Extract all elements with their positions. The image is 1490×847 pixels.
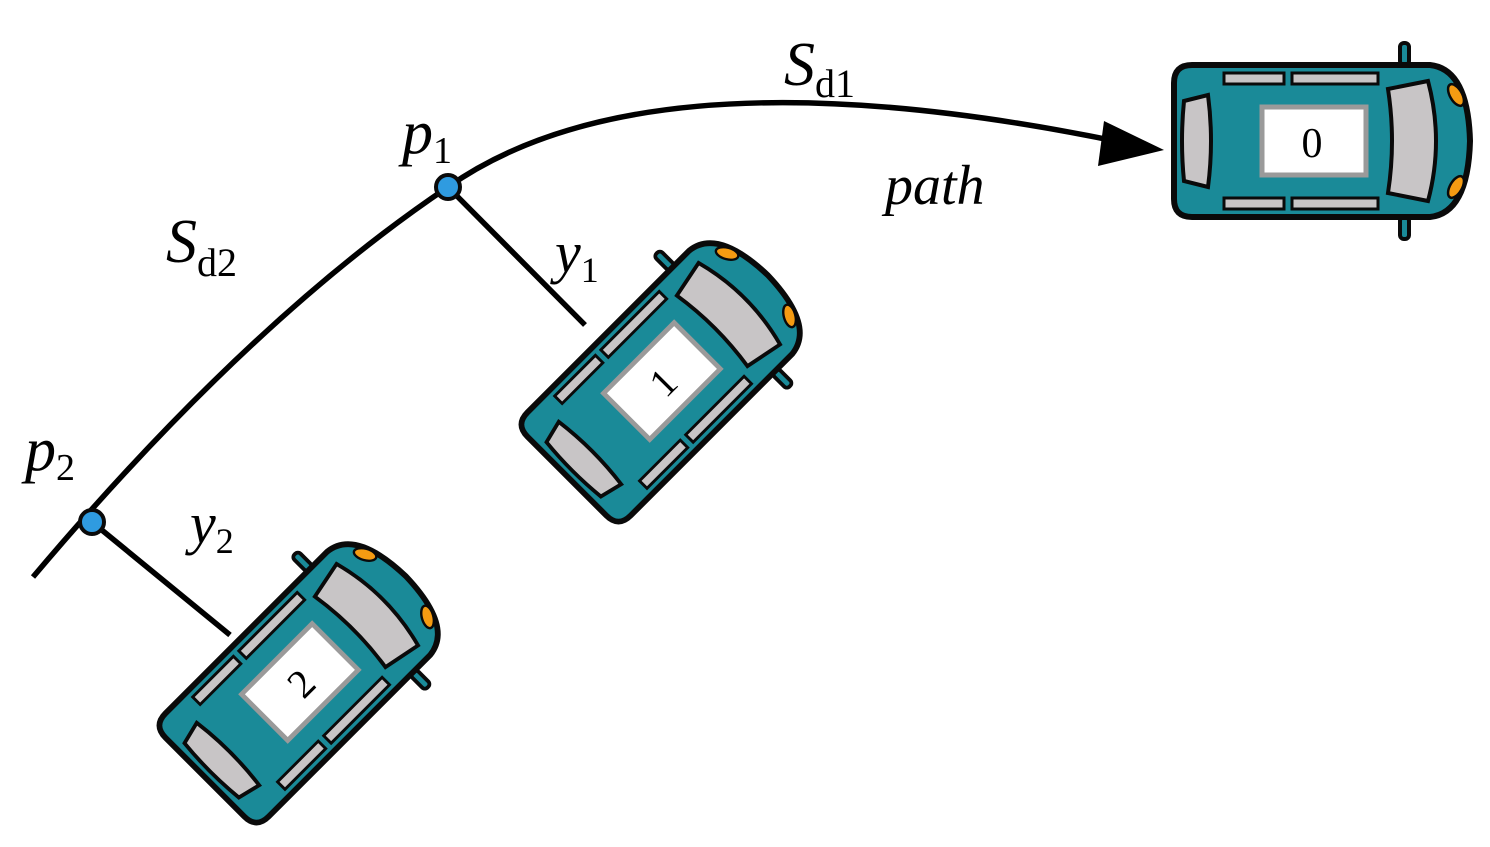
label-s-d2: Sd2 [166, 208, 237, 285]
offset-line-y1 [446, 185, 587, 327]
vehicle-0-label: 0 [1302, 121, 1323, 167]
label-y2: y2 [185, 491, 234, 561]
arrowhead-icon [1098, 121, 1164, 166]
offset-line-y2 [90, 519, 232, 638]
vehicle-2: 2 [138, 510, 472, 844]
vehicle-0: 0 [1174, 43, 1470, 239]
label-s-d1: Sd1 [784, 31, 855, 106]
label-y1: y1 [550, 220, 599, 290]
point-p1-icon [434, 173, 462, 201]
vehicle-1: 1 [500, 209, 834, 543]
label-path: path [881, 155, 985, 217]
label-p2: p2 [21, 416, 75, 489]
point-p2-icon [78, 508, 106, 536]
label-p1: p1 [398, 99, 452, 172]
